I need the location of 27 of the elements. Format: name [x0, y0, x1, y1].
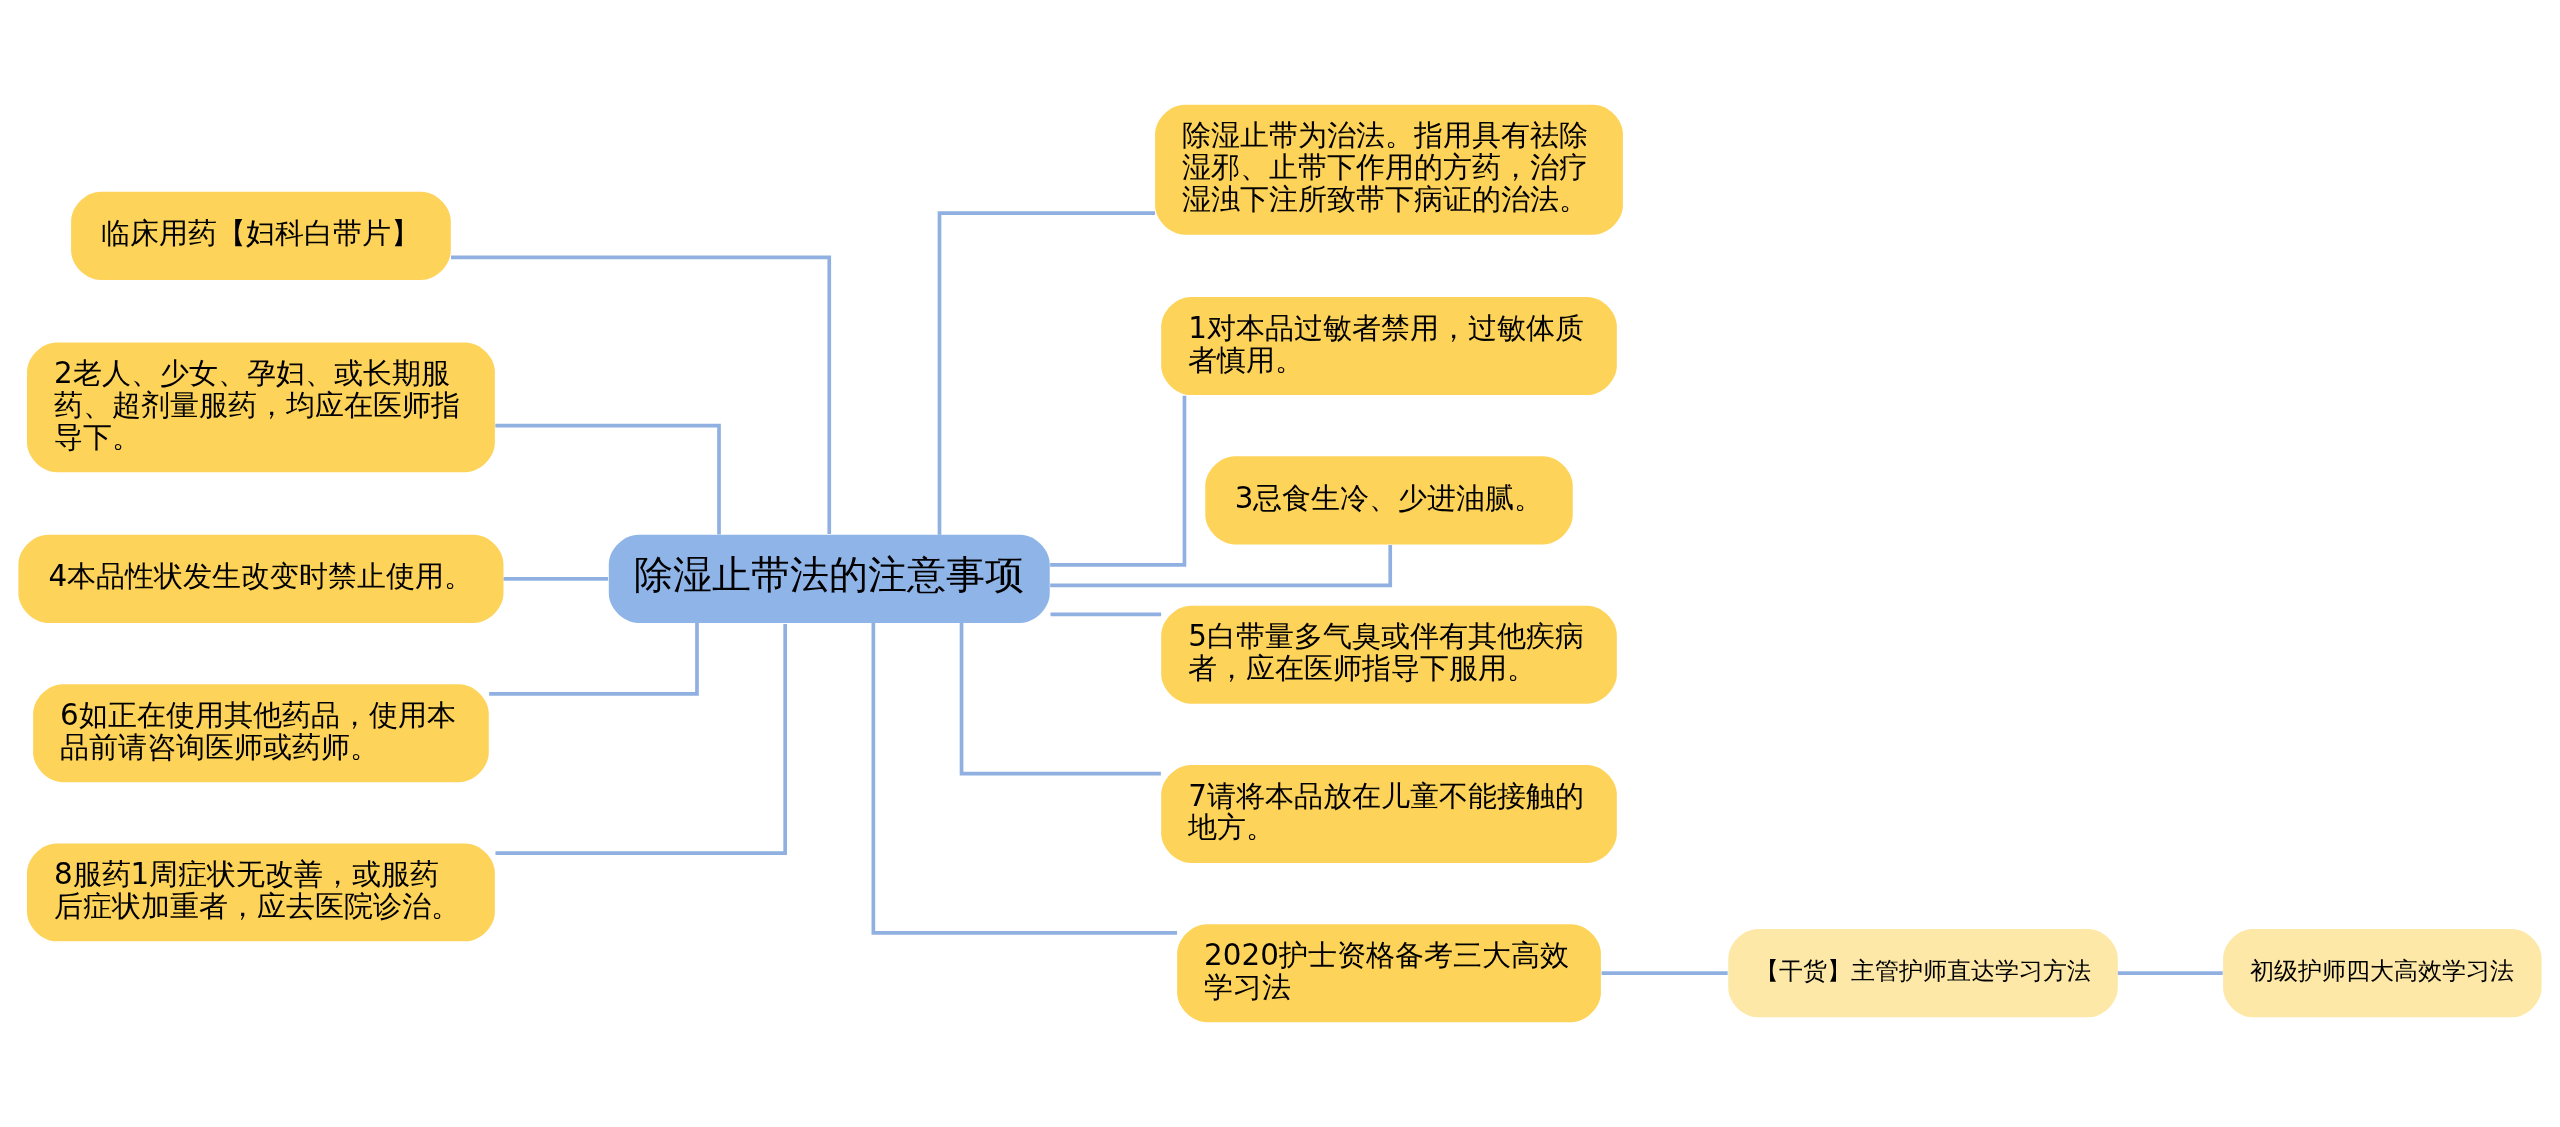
connector: [495, 624, 787, 855]
node-box: 2020护士资格备考三大高效学习法: [1177, 924, 1601, 1023]
node-box: 1对本品过敏者禁用，过敏体质者慎用。: [1161, 297, 1617, 396]
node-box: 除湿止带法的注意事项: [608, 534, 1050, 623]
node-box: 除湿止带为治法。指用具有祛除湿邪、止带下作用的方药，治疗湿浊下注所致带下病证的治法。: [1155, 104, 1623, 235]
node-box: 6如正在使用其他药品，使用本品前请咨询医师或药师。: [33, 684, 489, 783]
connector: [1050, 395, 1187, 567]
node-box: 临床用药【妇科白带片】: [71, 191, 451, 280]
connector: [1050, 612, 1162, 617]
node-box: 5白带量多气臭或伴有其他疾病者，应在医师指导下服用。: [1161, 605, 1617, 704]
connector: [451, 255, 832, 535]
connector: [489, 623, 699, 696]
node-box: 4本品性状发生改变时禁止使用。: [18, 534, 504, 623]
connector: [1601, 971, 1728, 976]
node-box: 2老人、少女、孕妇、或长期服药、超剂量服药，均应在医师指导下。: [27, 342, 495, 473]
connector: [1050, 544, 1393, 588]
node-box: 3忌食生冷、少进油腻。: [1205, 456, 1573, 545]
connector: [871, 622, 1178, 935]
node-box: 7请将本品放在儿童不能接触的地方。: [1161, 765, 1617, 863]
node-box: 【干货】主管护师直达学习方法: [1728, 929, 2118, 1018]
connector: [2117, 971, 2223, 976]
node-box: 初级护师四大高效学习法: [2223, 929, 2542, 1018]
connector: [503, 576, 609, 581]
connector: [937, 211, 1156, 535]
node-box: 8服药1周症状无改善，或服药后症状加重者，应去医院诊治。: [27, 843, 495, 942]
connector: [495, 423, 721, 535]
connector: [959, 623, 1161, 776]
